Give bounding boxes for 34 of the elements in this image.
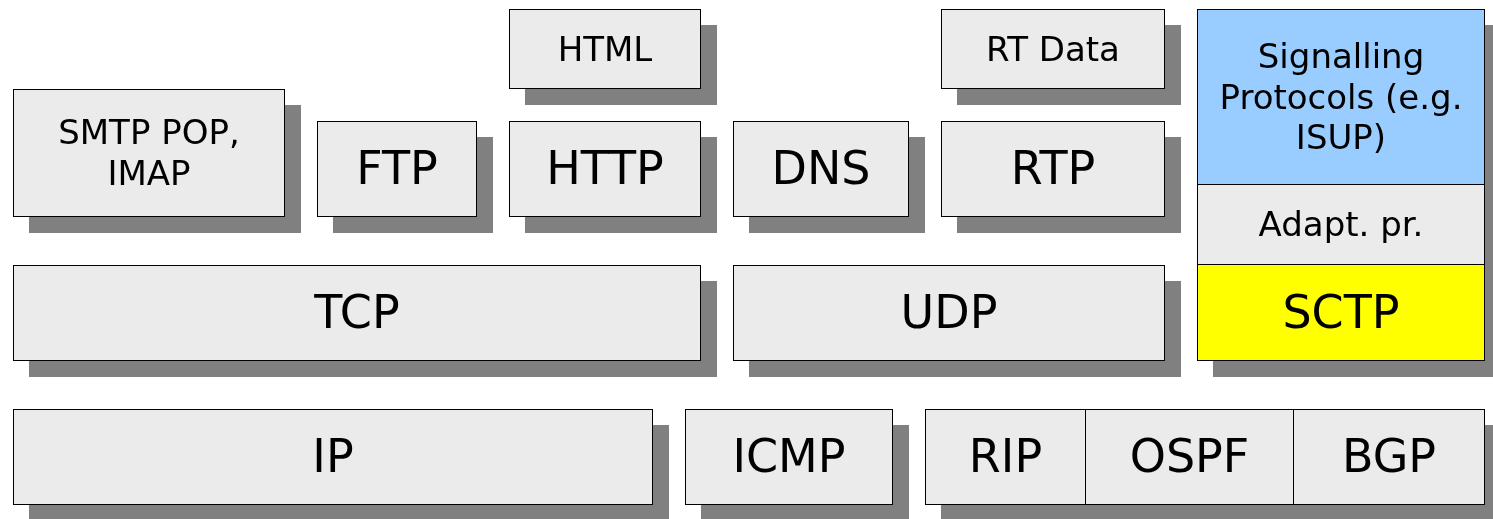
- protocol-box: [941, 9, 1165, 89]
- protocol-box: [509, 121, 701, 217]
- protocol-box: [1085, 409, 1294, 505]
- protocol-box: [317, 121, 477, 217]
- protocol-label: FTP: [355, 141, 439, 197]
- protocol-box: [733, 121, 909, 217]
- protocol-box: [925, 409, 1086, 505]
- protocol-label: DNS: [770, 141, 872, 197]
- protocol-label: UDP: [899, 285, 999, 341]
- protocol-label: ICMP: [731, 429, 847, 485]
- protocol-box: [13, 89, 285, 217]
- protocol-label: HTML: [556, 28, 654, 70]
- protocol-box: [13, 265, 701, 361]
- protocol-label: Adapt. pr.: [1257, 204, 1425, 245]
- protocol-label: HTTP: [545, 141, 665, 197]
- protocol-box: [941, 121, 1165, 217]
- protocol-box: [685, 409, 893, 505]
- protocol-label: Signalling Protocols (e.g. ISUP): [1218, 35, 1464, 159]
- protocol-box: [1197, 264, 1485, 361]
- protocol-label: SCTP: [1281, 284, 1401, 341]
- protocol-label: RIP: [967, 429, 1044, 485]
- protocol-box: [733, 265, 1165, 361]
- protocol-box: [1197, 9, 1485, 185]
- protocol-label: OSPF: [1128, 429, 1251, 485]
- protocol-label: BGP: [1340, 429, 1438, 485]
- protocol-label: TCP: [313, 285, 401, 341]
- protocol-label: RT Data: [985, 28, 1121, 70]
- protocol-label: SMTP POP, IMAP: [57, 112, 241, 194]
- protocol-box: [1197, 184, 1485, 265]
- protocol-box: [13, 409, 653, 505]
- protocol-box: [509, 9, 701, 89]
- protocol-label: IP: [311, 429, 355, 485]
- protocol-label: RTP: [1009, 141, 1097, 197]
- protocol-box: [1293, 409, 1485, 505]
